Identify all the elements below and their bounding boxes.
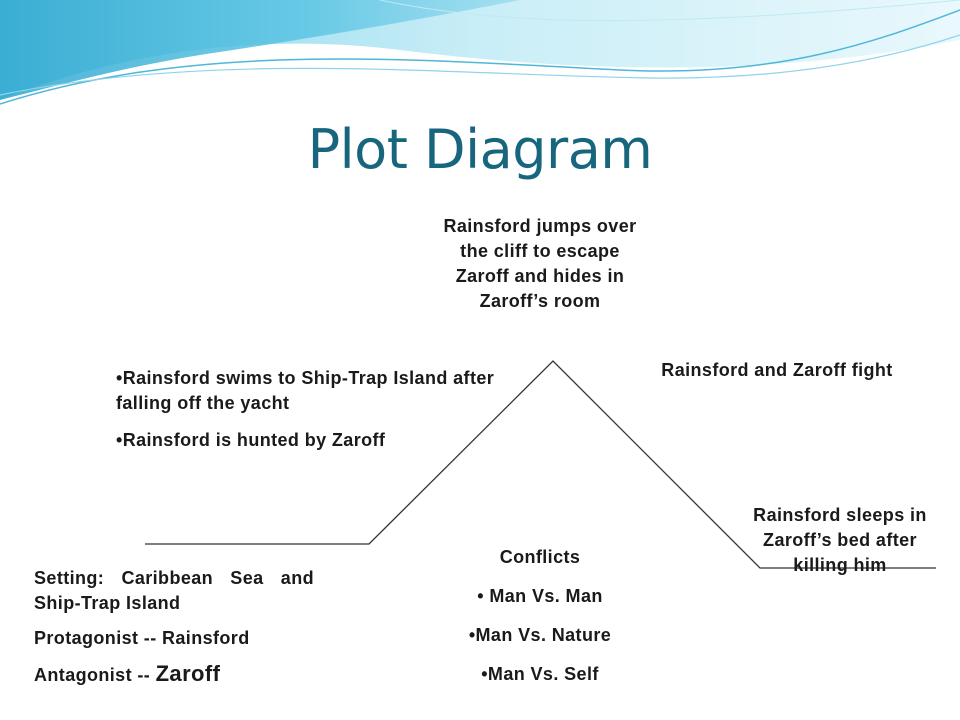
conflicts: Conflicts • Man Vs. Man •Man Vs. Nature … <box>420 545 660 701</box>
rising-action-item: •Rainsford swims to Ship-Trap Island aft… <box>116 368 495 413</box>
falling-action-text: Rainsford and Zaroff fight <box>661 360 893 380</box>
antagonist-line: Antagonist -- Zaroff <box>34 661 314 688</box>
setting-text: Setting: Caribbean Sea and Ship-Trap Isl… <box>34 568 314 613</box>
exposition: Setting: Caribbean Sea and Ship-Trap Isl… <box>34 566 314 698</box>
conflicts-heading: Conflicts <box>499 547 581 567</box>
wave-line-1 <box>0 9 960 105</box>
rising-action-item: •Rainsford is hunted by Zaroff <box>116 430 386 450</box>
wave-banner <box>0 0 960 105</box>
conflict-item: •Man Vs. Nature <box>468 625 612 645</box>
rising-action: •Rainsford swims to Ship-Trap Island aft… <box>116 366 496 465</box>
wave-line-3 <box>379 0 960 22</box>
wave-mid <box>0 0 520 100</box>
conflict-item: • Man Vs. Man <box>477 586 603 606</box>
antagonist-label: Antagonist -- <box>34 665 156 685</box>
wave-line-2 <box>0 34 960 96</box>
antagonist-name: Zaroff <box>155 661 221 686</box>
resolution-text: Rainsford sleeps in Zaroff’s bed after k… <box>753 505 927 575</box>
conflict-item: •Man Vs. Self <box>481 664 599 684</box>
page-title: Plot Diagram <box>307 118 653 181</box>
climax-text: Rainsford jumps over the cliff to escape… <box>443 216 637 311</box>
plot-arc <box>145 360 936 569</box>
protagonist-text: Protagonist -- Rainsford <box>34 628 250 648</box>
